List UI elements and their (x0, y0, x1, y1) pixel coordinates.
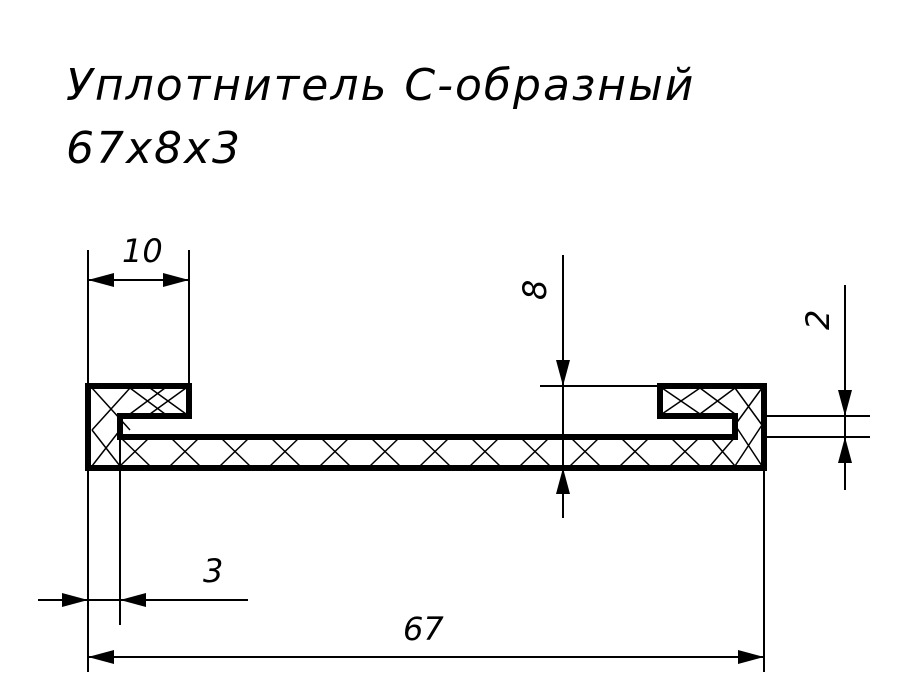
dimension-flange-width: 10 (87, 232, 190, 386)
dimension-label-3: 3 (203, 552, 223, 590)
dimension-label-10: 10 (122, 232, 163, 270)
dimension-label-2: 2 (799, 310, 837, 330)
dimension-total-length: 67 (88, 468, 765, 672)
section-hatching (91, 387, 763, 467)
dimension-label-67: 67 (403, 610, 444, 648)
dimension-thickness: 3 (38, 437, 248, 672)
dimension-gap: 2 (764, 285, 870, 490)
dimension-height: 8 (516, 255, 660, 518)
title-line-2: 67x8x3 (66, 123, 242, 174)
dimension-label-8: 8 (516, 280, 554, 300)
title-line-1: Уплотнитель С-образный (66, 60, 695, 111)
